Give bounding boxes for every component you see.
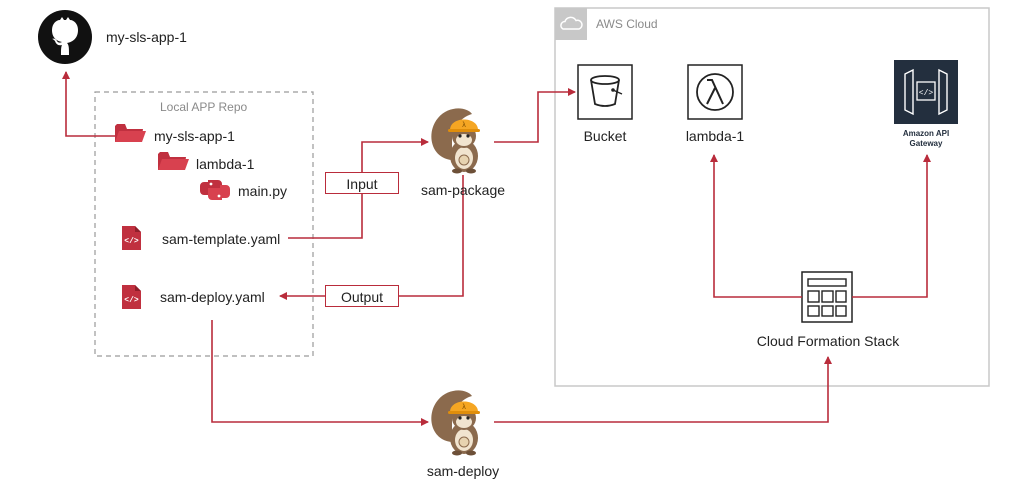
- bucket-label: Bucket: [583, 128, 627, 144]
- aws-cloud-title: AWS Cloud: [596, 17, 658, 31]
- sam-deploy-squirrel-icon: [430, 389, 481, 456]
- arrow-package-to-bucket: [494, 88, 576, 143]
- aws-cloud-region: [554, 7, 990, 387]
- python-file-label: main.py: [238, 183, 288, 199]
- deploy-file-label: sam-deploy.yaml: [160, 289, 265, 305]
- api-gateway-icon: </>: [894, 60, 958, 124]
- cloudformation-stack-label: Cloud Formation Stack: [756, 333, 900, 349]
- sam-package-squirrel-icon: [430, 107, 481, 174]
- sam-deploy-label: sam-deploy: [426, 463, 500, 479]
- arrow-stack-to-lambda: [710, 154, 802, 298]
- folder-icon: [115, 124, 146, 142]
- s3-bucket-icon: [577, 64, 633, 120]
- api-gateway-label: Amazon API Gateway: [902, 129, 950, 148]
- arrow-stack-to-api-gateway: [852, 154, 931, 298]
- local-repo-title: Local APP Repo: [160, 100, 248, 114]
- arrow-repo-to-github: [62, 71, 115, 137]
- sam-package-label: sam-package: [420, 182, 506, 198]
- subfolder-label: lambda-1: [196, 156, 255, 172]
- folder-icon: [158, 152, 189, 170]
- arrow-sam-deploy-to-stack: [494, 356, 832, 423]
- lambda-icon: [687, 64, 743, 120]
- cloudformation-stack-icon: [801, 271, 853, 323]
- input-label: Input: [325, 172, 399, 194]
- arrow-deploy-file-to-sam-deploy: [211, 320, 429, 426]
- output-label: Output: [325, 285, 399, 307]
- template-file-label: sam-template.yaml: [162, 231, 281, 247]
- root-folder-label: my-sls-app-1: [154, 128, 235, 144]
- github-repo-label: my-sls-app-1: [106, 29, 187, 45]
- cloud-icon: [555, 8, 587, 40]
- yaml-file-icon: [122, 285, 141, 309]
- yaml-file-icon: [122, 226, 141, 250]
- python-icon: [200, 180, 230, 200]
- github-icon: [38, 10, 92, 64]
- lambda-label: lambda-1: [685, 128, 745, 144]
- svg-text:</>: </>: [919, 89, 934, 98]
- local-repo-box: [94, 91, 314, 357]
